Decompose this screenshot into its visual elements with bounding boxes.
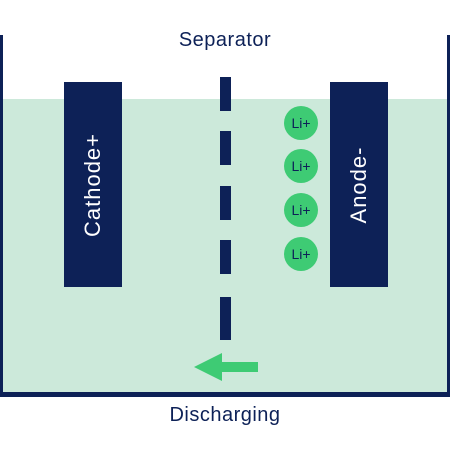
anode-label: Anode- — [346, 146, 371, 223]
lithium-ion: Li+ — [284, 193, 318, 227]
separator-label: Separator — [178, 29, 272, 51]
container-right-wall — [447, 35, 450, 397]
separator-segment — [220, 186, 231, 220]
anode: Anode- — [330, 82, 388, 287]
arrow-left-icon — [194, 353, 258, 381]
container-floor — [0, 392, 450, 397]
lithium-ion: Li+ — [284, 106, 318, 140]
separator-segment — [220, 240, 231, 274]
container-left-wall — [0, 35, 3, 397]
cathode: Cathode+ — [64, 82, 122, 287]
discharging-label: Discharging — [169, 404, 281, 426]
arrow-left-icon-shaft — [218, 362, 258, 372]
separator — [220, 77, 231, 340]
arrow-left-icon-head — [194, 353, 222, 381]
lithium-ion: Li+ — [284, 149, 318, 183]
cathode-label: Cathode+ — [80, 132, 105, 237]
separator-segment — [220, 77, 231, 111]
lithium-ion: Li+ — [284, 237, 318, 271]
separator-segment — [220, 297, 231, 340]
separator-segment — [220, 131, 231, 165]
